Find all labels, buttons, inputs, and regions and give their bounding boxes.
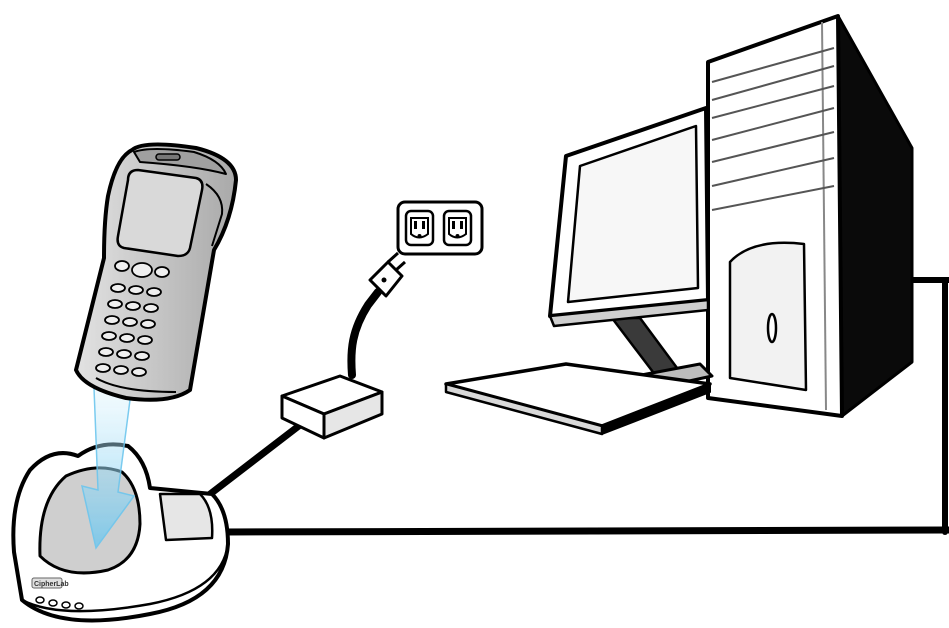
tower-door [730, 243, 806, 390]
cradle-spare-slot [160, 494, 212, 540]
adapter-plug-cable [351, 292, 378, 375]
led-2-icon [49, 600, 57, 606]
nav-key-icon [132, 263, 152, 277]
monitor-stand-neck [612, 318, 680, 376]
cradle-to-pc-cable [225, 530, 949, 532]
power-button-icon [768, 314, 776, 342]
left-softkey-icon [115, 261, 129, 271]
outlet-socket-right [444, 211, 471, 245]
outlet-socket-left [406, 211, 433, 245]
terminal-screen [118, 170, 203, 256]
monitor [550, 108, 712, 396]
led-1-icon [36, 597, 44, 603]
computer-tower [708, 16, 912, 416]
wall-outlet [398, 202, 482, 254]
led-3-icon [62, 602, 70, 608]
cradle-power-cable [205, 425, 300, 498]
right-softkey-icon [155, 267, 169, 277]
led-4-icon [75, 603, 83, 609]
speaker-icon [156, 154, 180, 160]
handheld-terminal [76, 144, 236, 399]
cradle-logo-text: CipherLab [34, 581, 69, 588]
